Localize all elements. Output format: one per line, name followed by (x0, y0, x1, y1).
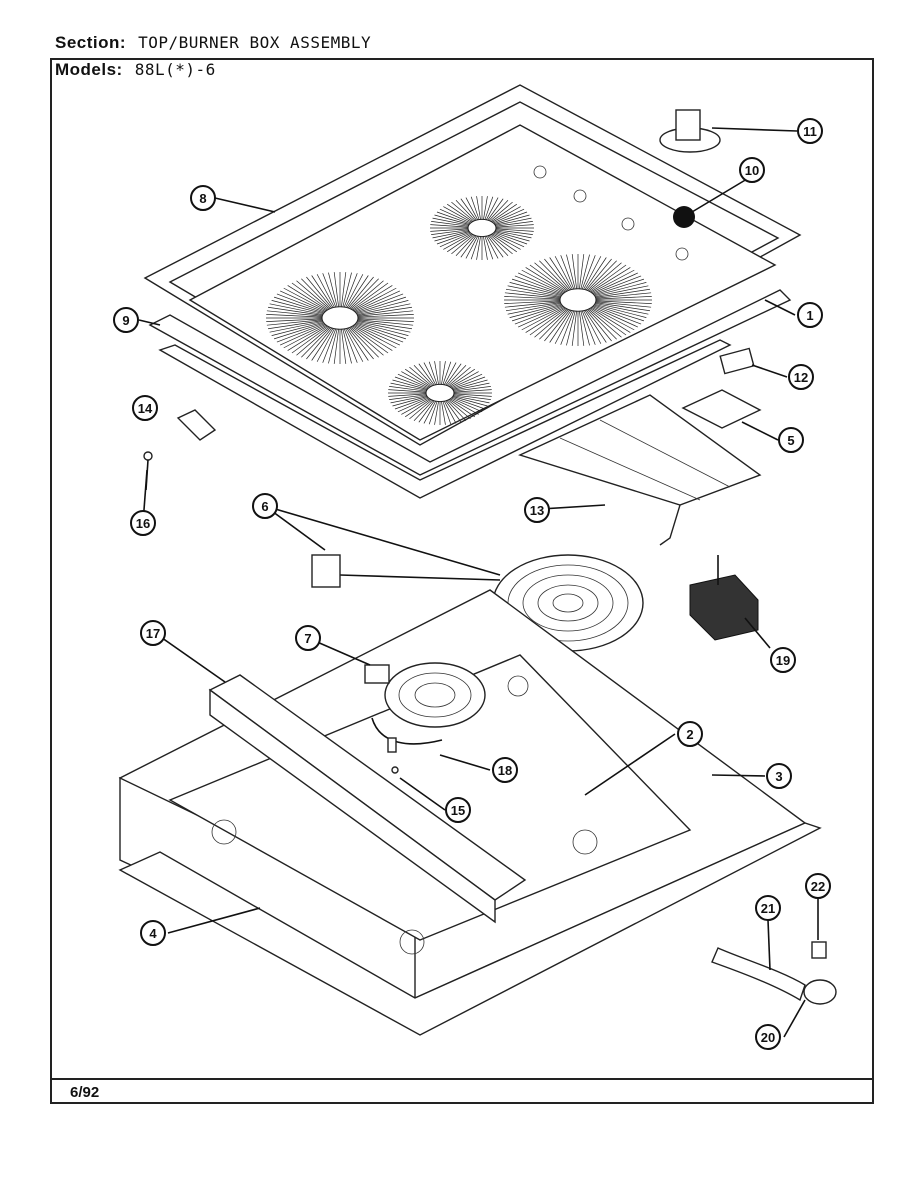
callout-label: 15 (451, 803, 465, 818)
part-infinite-switch (689, 555, 759, 641)
part-switch (719, 347, 755, 375)
callout-label: 7 (304, 631, 311, 646)
callout-12: 12 (788, 364, 814, 390)
callout-label: 19 (776, 653, 790, 668)
part-gasket (148, 289, 792, 476)
callout-label: 12 (794, 370, 808, 385)
part-small-element (364, 662, 486, 728)
part-clip (387, 737, 399, 774)
part-small-bracket (176, 409, 217, 441)
callout-label: 2 (686, 727, 693, 742)
callout-1: 1 (797, 302, 823, 328)
callout-label: 17 (146, 626, 160, 641)
callout-7: 7 (295, 625, 321, 651)
part-hose-assembly (711, 941, 837, 1005)
callout-label: 4 (149, 926, 157, 941)
section-label: Section: (55, 33, 127, 52)
revision-date: 6/92 (70, 1084, 100, 1101)
callout-label: 6 (261, 499, 268, 514)
callout-label: 21 (761, 901, 775, 916)
callout-label: 8 (199, 191, 206, 206)
callout-label: 9 (122, 313, 129, 328)
callout-label: 11 (803, 124, 817, 139)
callout-label: 1 (806, 308, 813, 323)
callout-label: 14 (138, 401, 153, 416)
callout-label: 5 (787, 433, 794, 448)
callout-14: 14 (132, 395, 158, 421)
callout-8: 8 (190, 185, 216, 211)
callout-16: 16 (130, 510, 156, 536)
part-heat-shield (518, 394, 762, 546)
callout-11: 11 (797, 118, 823, 144)
callout-label: 16 (136, 516, 150, 531)
models-label: Models: (55, 60, 123, 79)
callout-label: 13 (530, 503, 544, 518)
callout-4: 4 (140, 920, 166, 946)
models-heading: Models: 88L(*)-6 (55, 60, 216, 80)
callout-20: 20 (755, 1024, 781, 1050)
callout-6: 6 (252, 493, 278, 519)
callout-label: 10 (745, 163, 759, 178)
callout-22: 22 (805, 873, 831, 899)
footer-divider (50, 1078, 874, 1080)
callout-5: 5 (778, 427, 804, 453)
callout-17: 17 (140, 620, 166, 646)
section-heading: Section: TOP/BURNER BOX ASSEMBLY (55, 33, 371, 53)
callout-label: 18 (498, 763, 512, 778)
part-knob-seal (673, 206, 695, 228)
part-support-rail (208, 674, 527, 924)
callout-13: 13 (524, 497, 550, 523)
part-glass-cooktop (188, 124, 777, 441)
callout-label: 22 (811, 879, 825, 894)
callout-9: 9 (113, 307, 139, 333)
part-switch-bracket (681, 389, 762, 429)
section-value: TOP/BURNER BOX ASSEMBLY (138, 33, 372, 52)
part-burner-box (118, 589, 807, 1000)
diagram-frame (50, 58, 874, 1104)
part-bottom-plate (118, 822, 822, 1036)
callout-2: 2 (677, 721, 703, 747)
callout-18: 18 (492, 757, 518, 783)
part-wire (371, 717, 443, 745)
callout-15: 15 (445, 797, 471, 823)
callout-label: 20 (761, 1030, 775, 1045)
callout-21: 21 (755, 895, 781, 921)
callout-10: 10 (739, 157, 765, 183)
callout-19: 19 (770, 647, 796, 673)
models-value: 88L(*)-6 (134, 60, 216, 79)
part-pad (158, 339, 732, 499)
part-control-knob (659, 109, 721, 153)
callout-label: 3 (775, 769, 782, 784)
callout-3: 3 (766, 763, 792, 789)
